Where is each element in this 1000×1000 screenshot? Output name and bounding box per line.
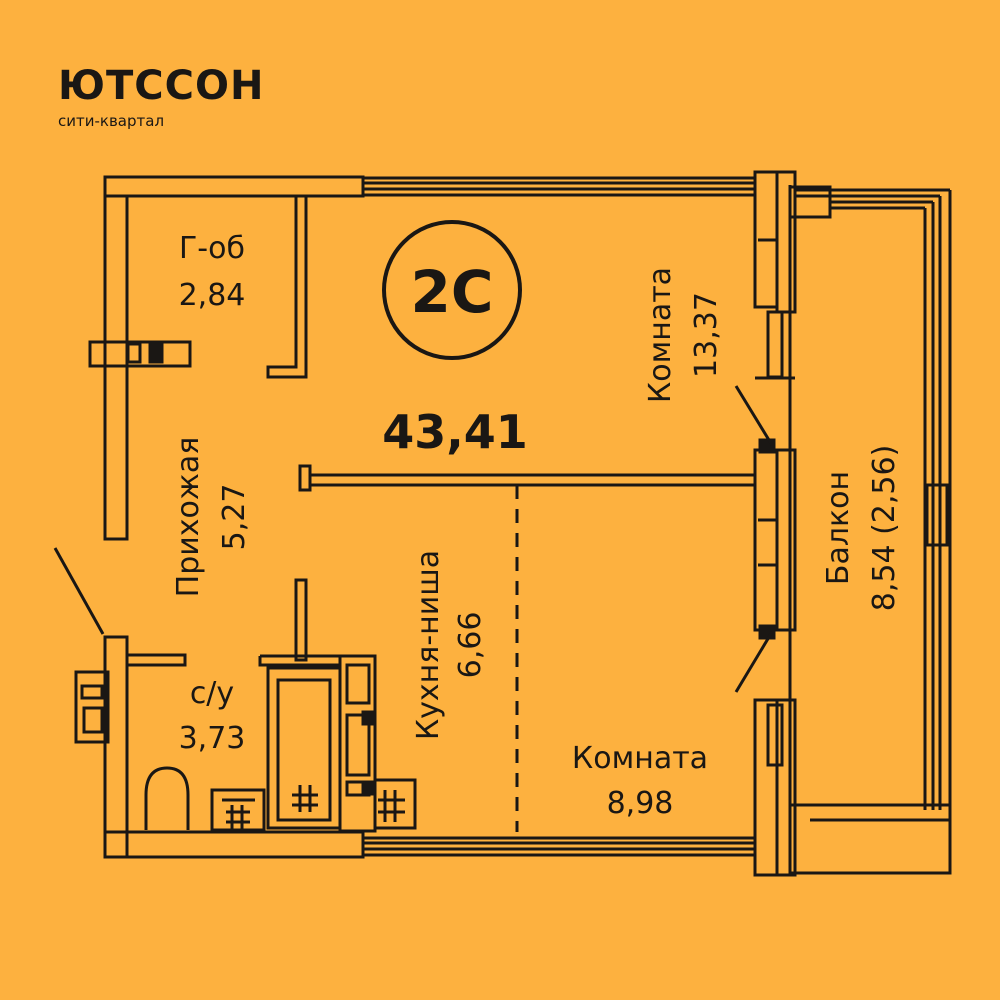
type-badge-label: 2С (411, 258, 494, 326)
hallway-area: 5,27 (217, 484, 252, 551)
room-small-name: Комната (572, 741, 708, 776)
bathroom-name: с/у (190, 676, 234, 711)
bathtub (266, 666, 342, 830)
room-door-swing-top (734, 385, 774, 446)
balcony-bottom (788, 803, 952, 875)
hallway-name: Прихожая (171, 437, 206, 598)
sink (210, 788, 266, 832)
kitchen-niche-area: 6,66 (453, 612, 488, 679)
entry-door-swing (53, 547, 105, 635)
room-large-name: Комната (643, 267, 678, 403)
bathroom-area: 3,73 (179, 721, 246, 756)
room-small-area: 8,98 (607, 786, 674, 821)
wall-storage (266, 194, 308, 379)
brand-logo: ЮТССОН сити-квартал (58, 66, 264, 130)
wall-left-lower (103, 635, 129, 859)
brand-name: ЮТССОН (58, 63, 265, 109)
kitchen-niche-label: Кухня-ниша 6,66 (411, 550, 488, 740)
toilet (144, 766, 190, 830)
type-badge (382, 220, 522, 360)
wall-right-middle (753, 448, 779, 632)
storage-name: Г-об (179, 231, 245, 266)
kitchen-sink (373, 778, 417, 830)
room-door-swing-bottom (734, 631, 774, 693)
hallway-label: Прихожая 5,27 (171, 437, 252, 598)
total-area: 43,41 (382, 405, 528, 459)
wall-top-left (103, 175, 365, 198)
wall-bottom-left (103, 830, 365, 859)
kitchen-niche-name: Кухня-ниша (411, 550, 446, 740)
wall-right-bottom (753, 698, 779, 877)
room-large-label: Комната 13,37 (643, 267, 724, 403)
balcony-name: Балкон (821, 471, 856, 585)
balcony-area: 8,54 (2,56) (867, 445, 902, 612)
wall-bathroom (294, 578, 308, 662)
storage-area: 2,84 (179, 278, 246, 313)
balcony-label: Балкон 8,54 (2,56) (821, 445, 902, 612)
plan-walls (53, 170, 952, 877)
room-large-area: 13,37 (689, 292, 724, 378)
brand-subtitle: сити-квартал (58, 112, 165, 130)
